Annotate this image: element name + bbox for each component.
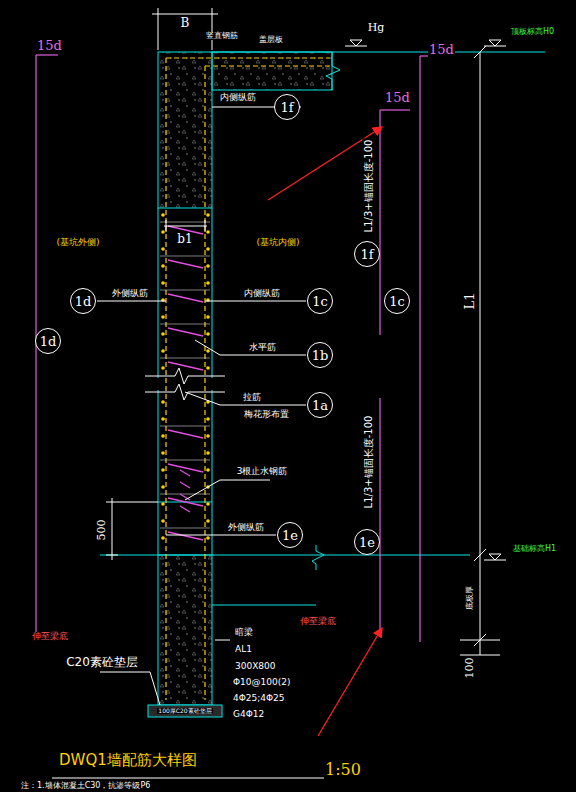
callout-number: 1a (312, 398, 328, 413)
callout-circle: 1c (307, 288, 333, 314)
anchor-length: 15d (36, 39, 63, 53)
dimension-label: L1/3+锚固长度-100 (363, 415, 374, 510)
annotation-text: 3根止水钢筋 (236, 467, 289, 477)
beam-spec: 4Φ25;4Φ25 (232, 694, 286, 704)
callout-number: 1f (360, 247, 373, 262)
annotation-text: 内侧纵筋 (243, 289, 281, 299)
callout-circle: 1d (70, 288, 97, 315)
callout-circle: 1a (307, 392, 333, 418)
beam-spec: 300X800 (234, 662, 277, 672)
dimension-label: 500 (96, 519, 108, 542)
callout-number: 1c (389, 294, 405, 309)
annotation-text: 伸至梁底 (31, 632, 69, 642)
callout-number: 1c (312, 294, 328, 309)
dimension-label: B (180, 17, 191, 30)
callout-circle: 1b (307, 342, 334, 369)
annotation-text: 梅花形布置 (243, 410, 290, 420)
level-label: 顶板标高H0 (510, 28, 555, 37)
level-label: 基础标高H1 (512, 545, 557, 554)
drawing-title: DWQ1墙配筋大样图 (58, 752, 198, 769)
dimension-label: b1 (176, 233, 193, 246)
side-label: (基坑内侧) (255, 238, 300, 248)
callout-number: 1b (312, 348, 329, 363)
annotation-text: 拉筋 (242, 393, 262, 403)
callout-circle: 1d (35, 328, 62, 355)
beam-spec: AL1 (234, 645, 253, 655)
annotation-text: 内侧纵筋 (219, 93, 257, 103)
side-label: (基坑外侧) (55, 238, 100, 248)
callout-circle: 1e (277, 522, 303, 548)
annotation-text: 盖层板 (258, 36, 284, 45)
callout-number: 1d (75, 294, 92, 309)
callout-label: 100厚C20素砼垫层 (157, 708, 212, 715)
anchor-length: 15d (384, 91, 411, 105)
dimension-label: L1/3+锚固长度-100 (363, 139, 374, 234)
annotation-text: 外侧纵筋 (227, 523, 265, 533)
dimension-label: 100 (464, 657, 476, 680)
callout-circle: 1c (384, 288, 410, 314)
callout-number: 1e (359, 535, 375, 550)
annotation-text: 竖直钢筋 (205, 32, 239, 41)
note-text: 注：1.墙体混凝土C30，抗渗等级P6 (20, 782, 151, 791)
dimension-label: 底板厚 (466, 585, 475, 611)
scale-label: 1:50 (324, 761, 362, 779)
beam-spec: G4Φ12 (232, 710, 265, 720)
callout-circle: 1f (354, 241, 380, 267)
annotation-text: 水平筋 (248, 343, 277, 353)
beam-spec: 暗梁 (234, 628, 254, 638)
level-label: Hg (367, 22, 386, 34)
anchor-length: 15d (428, 43, 455, 57)
callout-circle: 1e (354, 529, 380, 555)
annotation-text: 伸至梁底 (299, 617, 337, 627)
callout-circle: 1f (274, 94, 300, 120)
callout-number: 1e (282, 528, 298, 543)
callout-label: C20素砼垫层 (65, 656, 139, 669)
beam-spec: Φ10@100(2) (232, 678, 291, 688)
annotation-text: 外侧纵筋 (111, 289, 149, 299)
callout-number: 1f (280, 100, 293, 115)
callout-number: 1d (40, 334, 57, 349)
dimension-label: L1 (463, 292, 477, 311)
